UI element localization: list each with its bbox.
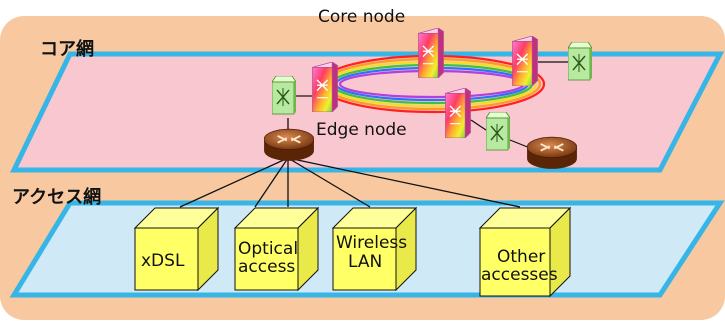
access-box-label: Optical	[238, 239, 298, 259]
access-box-label: accesses	[481, 265, 558, 285]
access-box-other: Other accesses	[478, 206, 572, 298]
edge-oxc-icon	[272, 76, 296, 115]
edge-node-label: Edge node	[316, 120, 407, 140]
access-box-xdsl: xDSL	[133, 206, 220, 292]
edge-oxc-icon	[486, 112, 510, 151]
core-layer-label: コア網	[40, 38, 94, 60]
access-layer-label: アクセス網	[12, 186, 101, 208]
access-box-label: xDSL	[141, 251, 185, 271]
access-box-label: access	[238, 257, 295, 277]
core-node-icon	[312, 62, 338, 112]
access-box-label: Other	[497, 247, 545, 267]
core-node-label: Core node	[318, 7, 405, 27]
core-node-icon	[445, 88, 471, 138]
router-icon	[527, 136, 577, 170]
router-icon	[264, 128, 314, 162]
core-node-icon	[418, 28, 444, 78]
access-box-wireless: Wireless LAN	[331, 206, 418, 292]
edge-oxc-icon	[568, 42, 592, 81]
core-node-icon	[512, 36, 538, 86]
access-box-optical: Optical access	[233, 206, 320, 292]
access-links	[179, 157, 521, 208]
access-box-label: Wireless	[336, 233, 407, 253]
access-box-label: LAN	[348, 252, 382, 272]
